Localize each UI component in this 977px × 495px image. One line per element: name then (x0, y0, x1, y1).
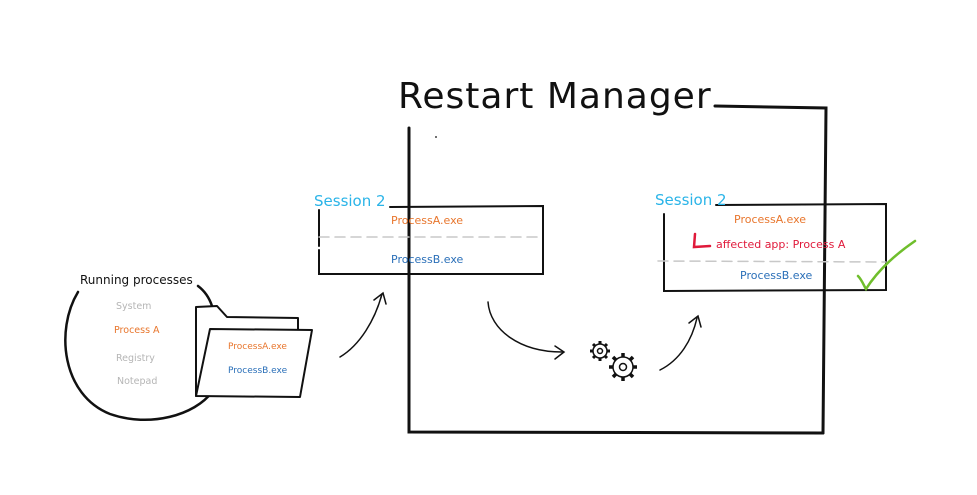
session-left-label: Session 2 (314, 192, 386, 210)
session-left-box (318, 204, 544, 275)
arrow-to-session-right (659, 314, 702, 371)
session-left-process-a: ProcessA.exe (391, 214, 464, 227)
session-right-process-a: ProcessA.exe (734, 213, 807, 226)
checkmark-icon (856, 239, 917, 292)
running-processes-circle (64, 284, 214, 422)
running-processes-heading: Running processes (80, 273, 193, 287)
affected-app-note: affected app: Process A (716, 238, 846, 251)
bracket-icon (692, 232, 712, 249)
stray-dot (435, 136, 437, 138)
session-right-label: Session 2 (655, 191, 727, 209)
arrow-to-session-left (339, 291, 387, 358)
session-left-process-b: ProcessB.exe (391, 253, 464, 266)
session-right-box (657, 202, 887, 293)
process-item: Process A (114, 325, 160, 336)
process-item: Registry (116, 353, 155, 364)
folder-file-a: ProcessA.exe (228, 342, 287, 352)
folder-icon (195, 305, 313, 398)
arrow-to-gears (487, 301, 566, 360)
process-item: System (116, 301, 152, 312)
gears-icon (590, 341, 637, 381)
page-title: Restart Manager (398, 76, 712, 117)
process-item: Notepad (117, 376, 158, 387)
session-right-process-b: ProcessB.exe (740, 269, 813, 282)
restart-manager-frame (407, 104, 828, 435)
folder-file-b: ProcessB.exe (228, 366, 288, 376)
